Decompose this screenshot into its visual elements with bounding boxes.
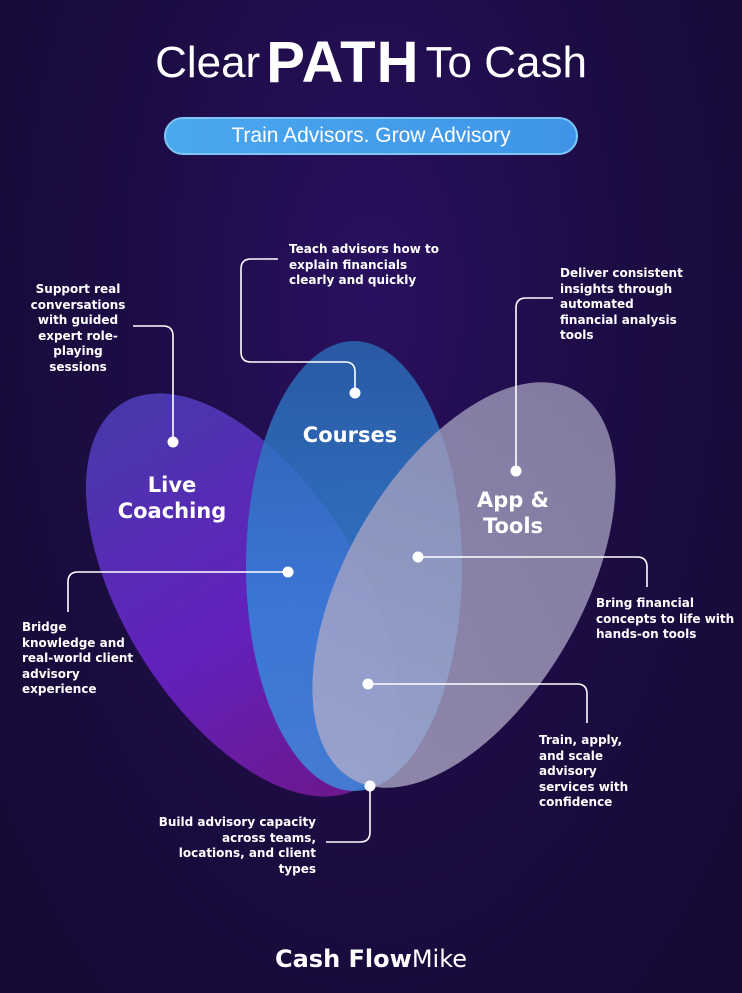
dot-bottom bbox=[364, 780, 376, 792]
annotation-bring: Bring financial concepts to life with ha… bbox=[596, 596, 735, 641]
label-live-coaching: Live Coaching bbox=[102, 472, 242, 524]
label-app-tools: App & Tools bbox=[443, 487, 583, 539]
label-app-tools-line1: App & bbox=[477, 488, 549, 512]
annotation-bridge: Bridge knowledge and real-world client a… bbox=[22, 620, 134, 696]
title-to-cash: To Cash bbox=[425, 38, 587, 87]
annotation-build: Build advisory capacity across teams, lo… bbox=[158, 815, 316, 876]
annotation-support: Support real conversations with guided e… bbox=[30, 282, 126, 374]
petal-app-tools bbox=[312, 382, 616, 788]
brand-logo: Cash FlowMike bbox=[0, 944, 742, 974]
label-live-coaching-line1: Live bbox=[147, 473, 197, 497]
connector-deliver bbox=[515, 297, 553, 471]
connector-train bbox=[368, 683, 588, 723]
connector-teach bbox=[240, 258, 356, 393]
dot-courses-app-overlap bbox=[412, 551, 424, 563]
connector-bring bbox=[418, 556, 648, 587]
annotation-teach: Teach advisors how to explain financials… bbox=[289, 242, 439, 287]
dot-app-tools bbox=[510, 465, 522, 477]
brand-cash-flow: Cash Flow bbox=[274, 945, 412, 973]
connector-bridge bbox=[67, 571, 288, 612]
title-path: PATH bbox=[266, 30, 420, 95]
dot-courses bbox=[349, 387, 361, 399]
dot-live-coaching bbox=[167, 436, 179, 448]
annotation-deliver: Deliver consistent insights through auto… bbox=[560, 266, 683, 342]
connector-support bbox=[133, 325, 174, 442]
dot-center-overlap bbox=[362, 678, 374, 690]
connector-build bbox=[326, 786, 371, 843]
annotation-train: Train, apply, and scale advisory service… bbox=[539, 733, 629, 809]
label-live-coaching-line2: Coaching bbox=[117, 499, 227, 523]
label-courses: Courses bbox=[302, 423, 398, 447]
label-app-tools-line2: Tools bbox=[482, 514, 544, 538]
title-clear: Clear bbox=[155, 38, 261, 87]
brand-mike: Mike bbox=[411, 945, 467, 973]
dot-live-courses-overlap bbox=[282, 566, 294, 578]
tagline-banner: Train Advisors. Grow Advisory bbox=[164, 117, 578, 155]
